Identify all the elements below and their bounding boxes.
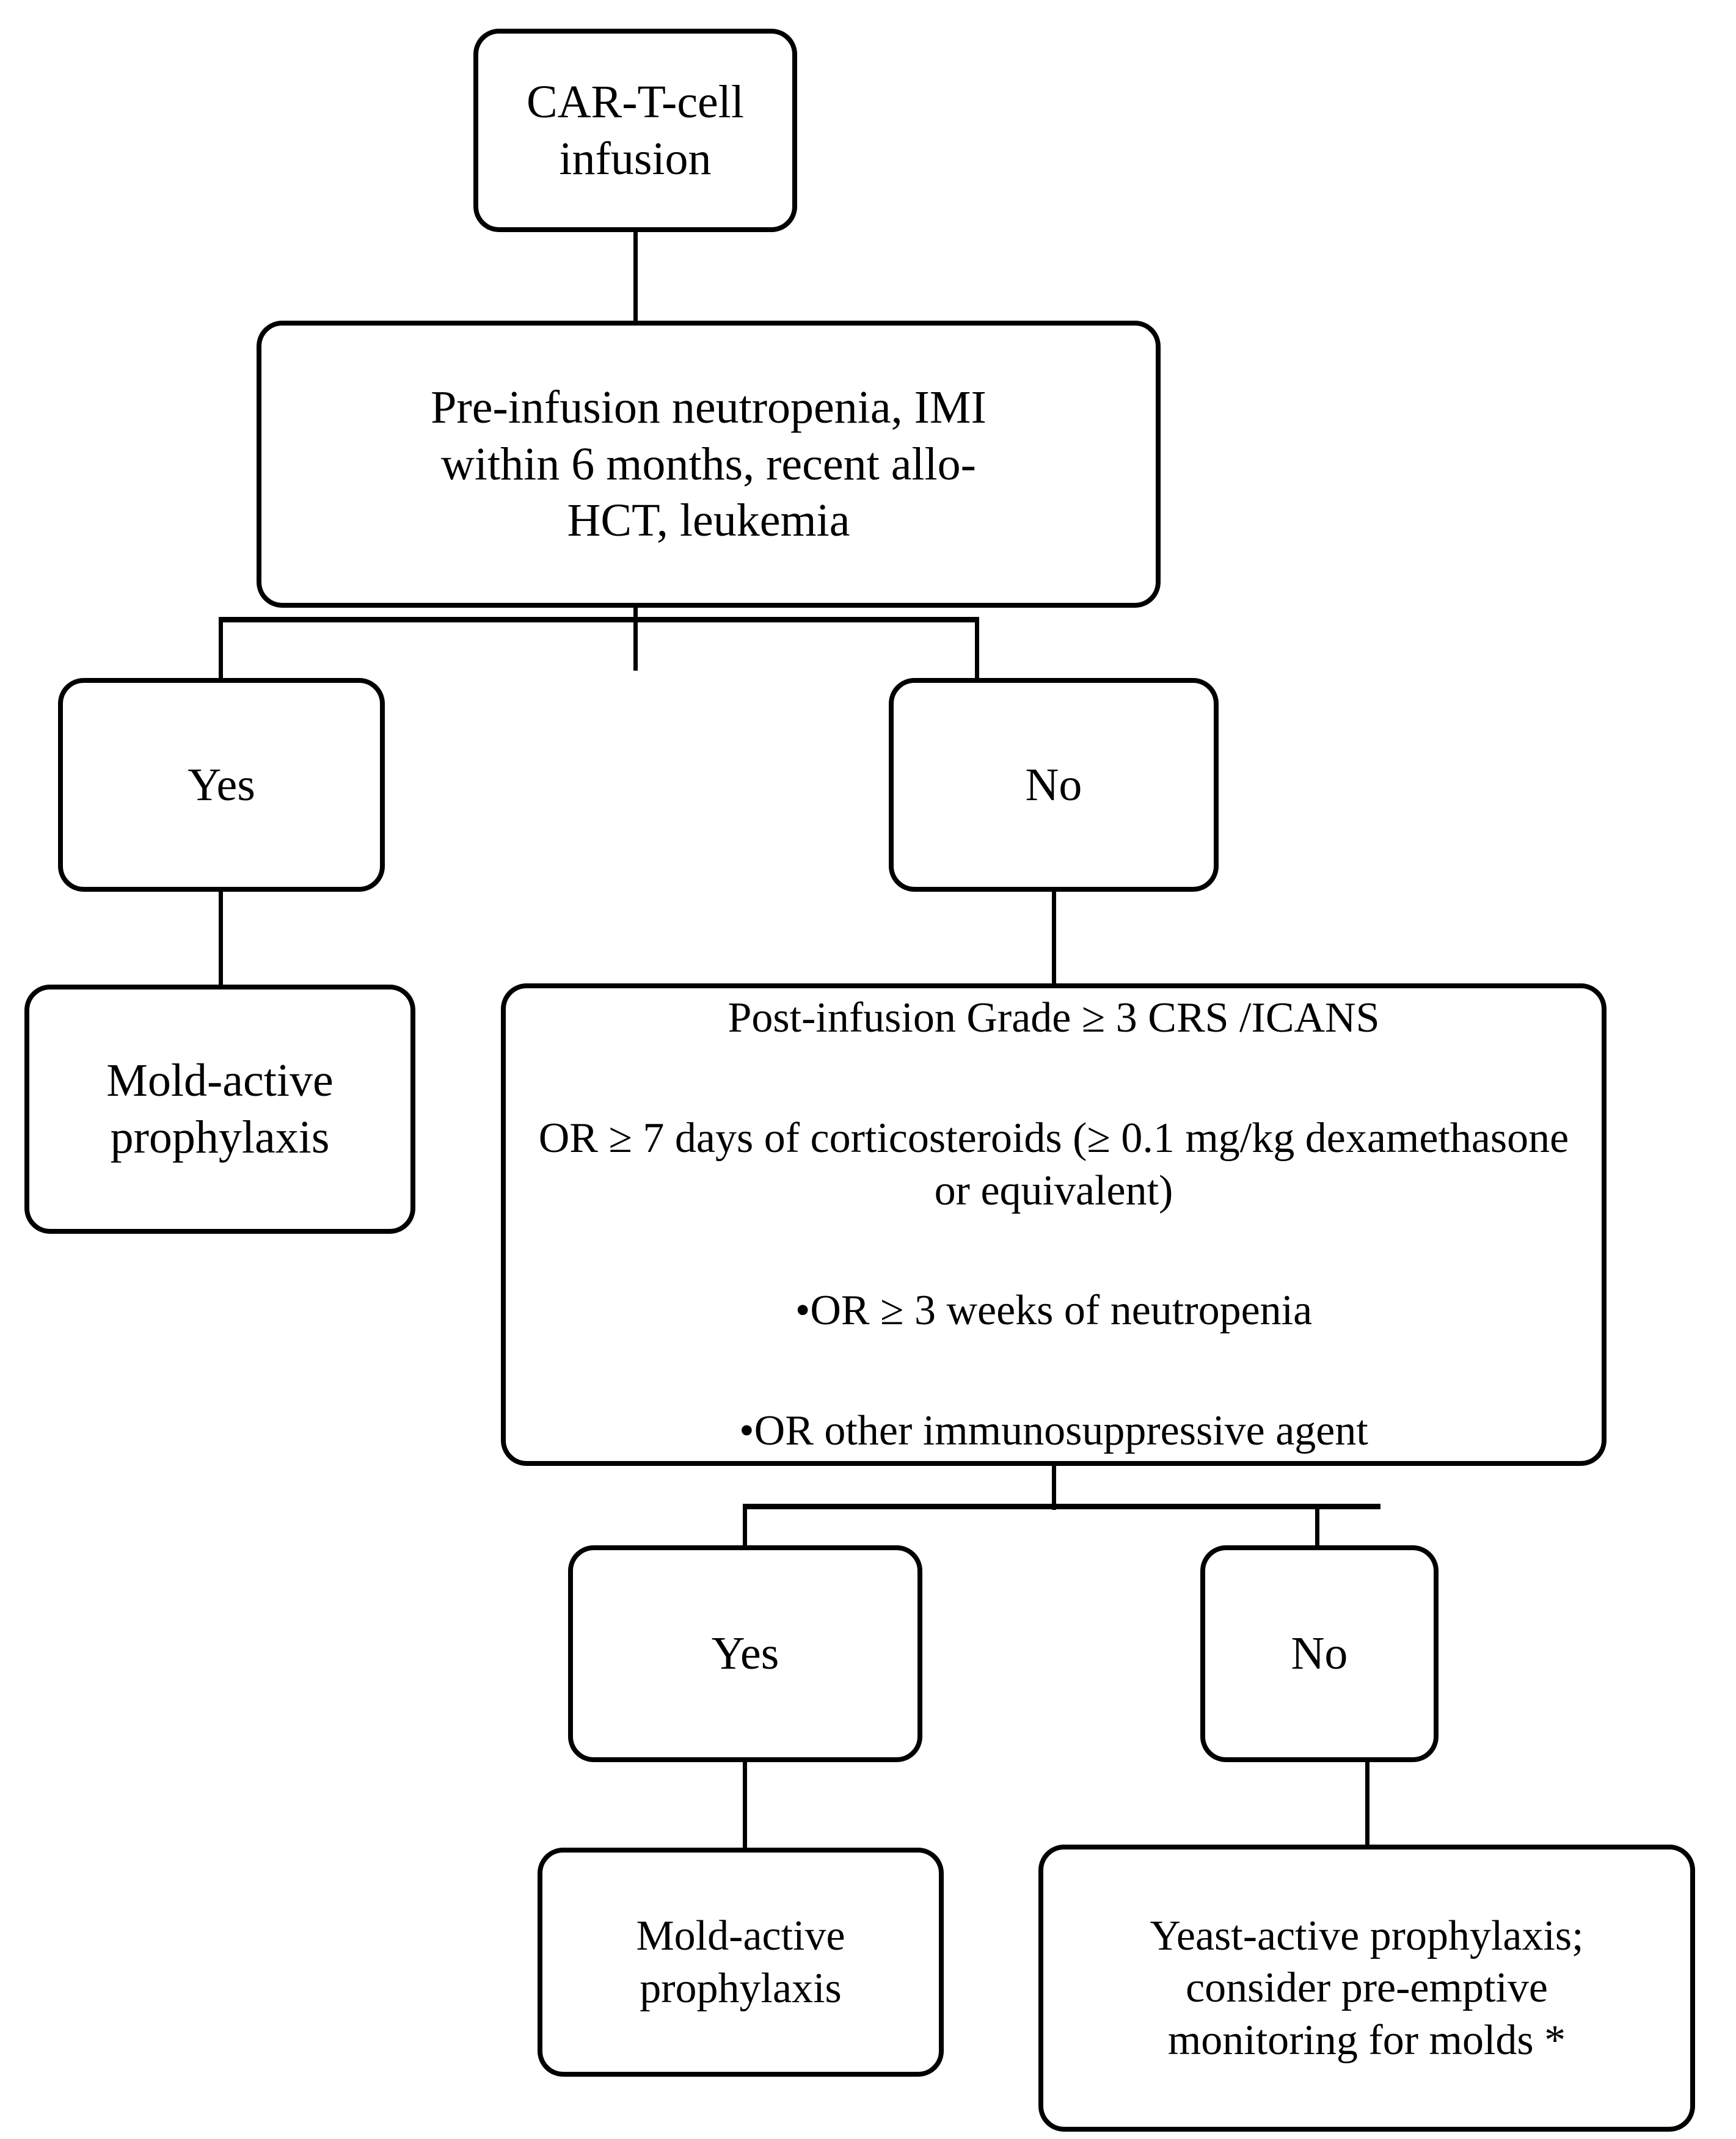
connector-risk-to-branch [633, 603, 638, 671]
node-label-no-2: No [1291, 1628, 1348, 1680]
node-label-yeast-prophylaxis: Yeast-active prophylaxis; consider pre-e… [1150, 1912, 1584, 2064]
connector-branch-to-yes1 [219, 617, 223, 683]
node-label-mold-prophylaxis-2: Mold-active prophylaxis [636, 1912, 845, 2012]
connector-condition-to-branch2 [1052, 1461, 1056, 1510]
connector-yes2-to-mold2 [743, 1757, 747, 1853]
condition-line-1: Post-infusion Grade ≥ 3 CRS /ICANS [728, 994, 1380, 1042]
connector-branch-to-no1 [975, 617, 979, 683]
node-mold-active-prophylaxis-1: Mold-active prophylaxis [24, 985, 415, 1234]
node-label-yes-1: Yes [188, 759, 255, 811]
node-yeast-active-prophylaxis: Yeast-active prophylaxis; consider pre-e… [1038, 1845, 1695, 2132]
branch-bar-level-2 [743, 1504, 1380, 1509]
node-label-no-1: No [1025, 759, 1082, 811]
node-car-t-cell-infusion: CAR-T-cell infusion [473, 29, 797, 232]
connector-branch2-to-no2 [1315, 1504, 1319, 1550]
node-mold-active-prophylaxis-2: Mold-active prophylaxis [538, 1848, 944, 2077]
node-no-level-1: No [889, 678, 1219, 892]
node-yes-level-1: Yes [58, 678, 385, 892]
node-label-yes-2: Yes [711, 1628, 779, 1680]
connector-branch2-to-yes2 [743, 1504, 747, 1550]
node-label-mold-prophylaxis-1: Mold-active prophylaxis [106, 1055, 334, 1163]
node-label-pre-infusion-risk: Pre-infusion neutropenia, IMI within 6 m… [431, 381, 987, 547]
node-label-post-infusion-condition: Post-infusion Grade ≥ 3 CRS /ICANS OR ≥ … [506, 940, 1602, 1509]
node-label-infusion: CAR-T-cell infusion [526, 76, 745, 184]
connector-no1-to-condition [1052, 887, 1056, 989]
connector-yes1-to-mold1 [219, 887, 223, 989]
connector-no2-to-yeast [1365, 1757, 1369, 1853]
node-pre-infusion-risk-factors: Pre-infusion neutropenia, IMI within 6 m… [257, 321, 1161, 608]
condition-line-4: •OR other immunosuppressive agent [739, 1407, 1368, 1455]
condition-line-2: OR ≥ 7 days of corticosteroids (≥ 0.1 mg… [538, 1115, 1569, 1214]
node-post-infusion-condition: Post-infusion Grade ≥ 3 CRS /ICANS OR ≥ … [501, 983, 1607, 1466]
node-yes-level-2: Yes [568, 1545, 922, 1762]
branch-bar-level-1 [219, 617, 979, 622]
node-no-level-2: No [1200, 1545, 1439, 1762]
connector-infusion-to-risk [633, 227, 638, 325]
condition-line-3: •OR ≥ 3 weeks of neutropenia [795, 1287, 1313, 1335]
